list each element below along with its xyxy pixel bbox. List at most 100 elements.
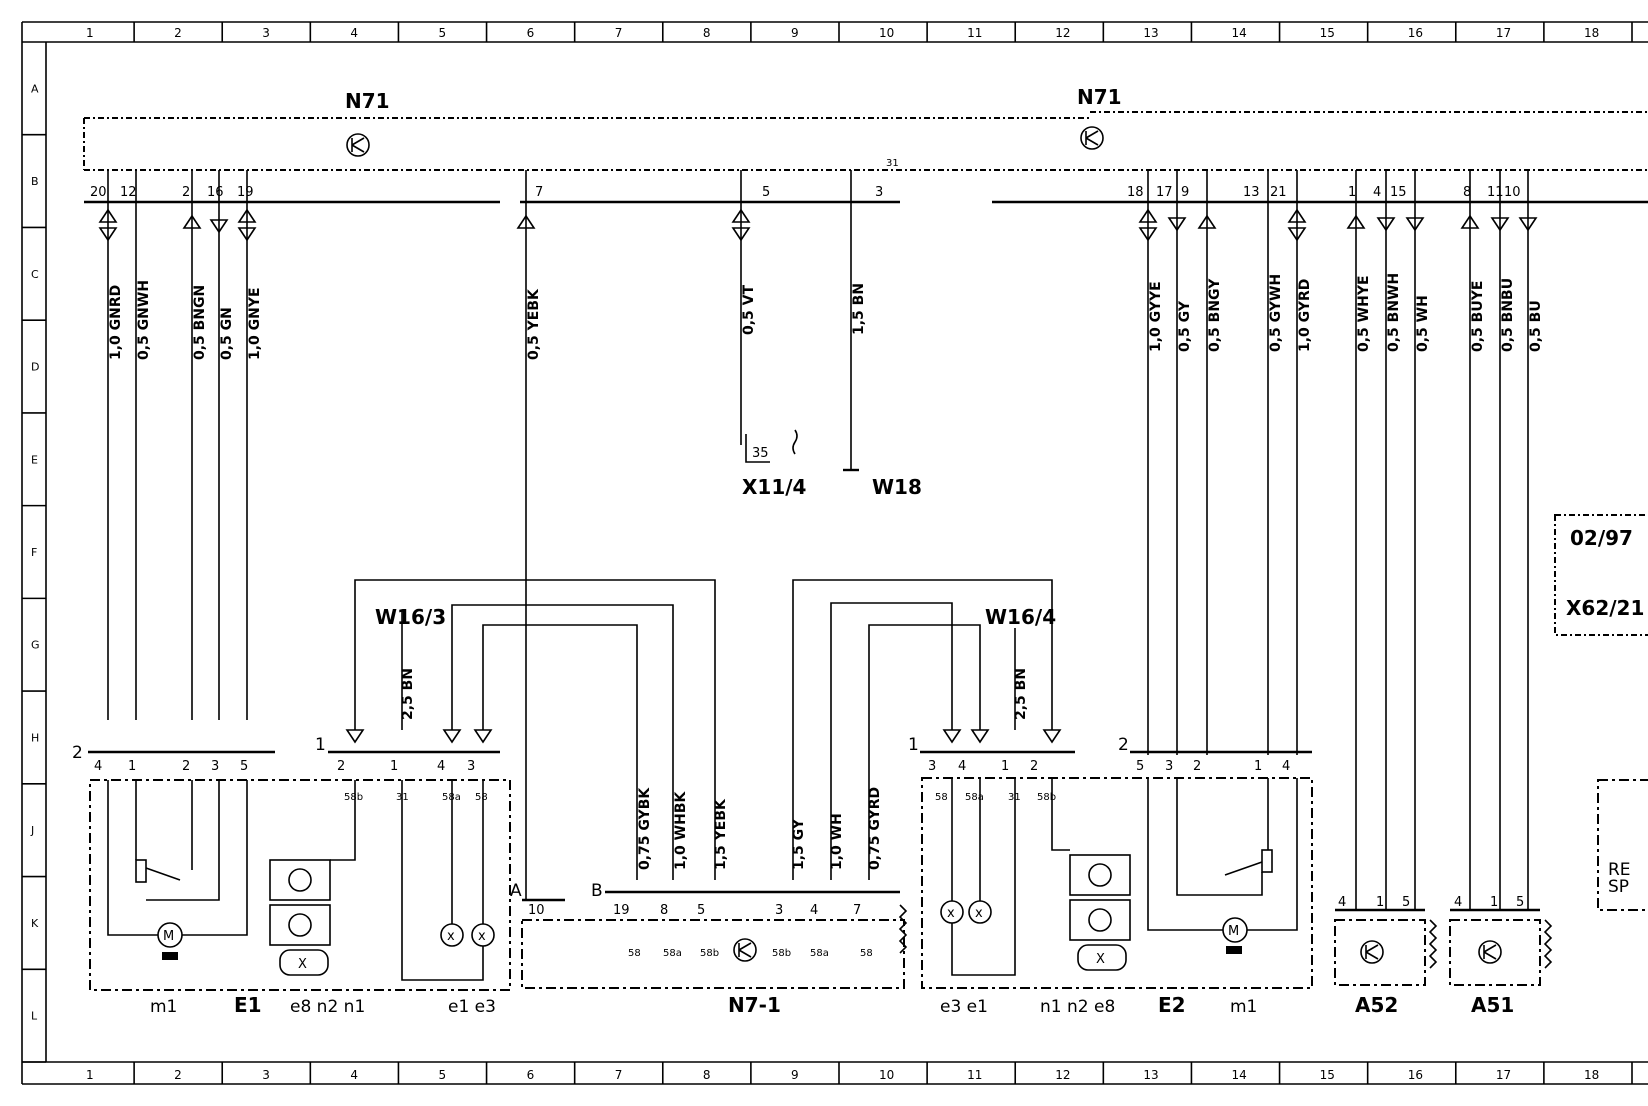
pin-label: 2 bbox=[182, 759, 190, 774]
wire-label: 0,75 GYBK bbox=[637, 787, 653, 870]
grid-row-letter: F bbox=[31, 546, 37, 559]
grid-column-number: 8 bbox=[703, 1068, 711, 1082]
x11-4-label: X11/4 bbox=[742, 475, 806, 499]
wire-label: 0,5 GY bbox=[1177, 300, 1193, 352]
pin-label: 58 bbox=[628, 948, 641, 959]
pin-label: 5 bbox=[1136, 759, 1144, 774]
grid-row-letter: E bbox=[31, 453, 38, 466]
component-label: e1 e3 bbox=[448, 997, 496, 1017]
grid-column-number: 11 bbox=[967, 26, 982, 40]
pin-label: 4 bbox=[1282, 759, 1290, 774]
grid-row-letter: C bbox=[31, 268, 39, 281]
grid-row-letter: J bbox=[30, 824, 34, 837]
grid-column-number: 4 bbox=[350, 26, 358, 40]
n71-left-pins: 20 12 2 16 19 7 5 3 31 bbox=[90, 158, 899, 200]
wire-label: 2,5 BN bbox=[400, 668, 416, 720]
a51-label: A51 bbox=[1471, 993, 1514, 1017]
re-sp-note: RE SP bbox=[1597, 779, 1648, 911]
motor-icon: M bbox=[157, 922, 183, 960]
switch-module-icon: X bbox=[1069, 854, 1131, 971]
pin-label: 17 bbox=[1156, 185, 1173, 200]
pin-label: 12 bbox=[120, 185, 137, 200]
grid-column-number: 18 bbox=[1584, 1068, 1599, 1082]
wire-label: 1,0 WHBK bbox=[673, 790, 689, 870]
w16-3-label: W16/3 bbox=[375, 605, 446, 629]
pin-label: 13 bbox=[1243, 185, 1260, 200]
wire-labels-left: 1,0 GNRD 0,5 GNWH 0,5 BNGN 0,5 GN 1,0 GN… bbox=[108, 280, 867, 360]
pin-label: B bbox=[591, 881, 603, 901]
middle-wiring bbox=[354, 579, 1053, 900]
grid-column-number: 13 bbox=[1143, 1068, 1158, 1082]
grid-column-number: 2 bbox=[174, 26, 182, 40]
pin-label: 58 bbox=[935, 792, 948, 803]
a52-module: 4 1 5 A52 bbox=[1334, 895, 1438, 1017]
e1-labels: m1 E1 e8 n2 n1 e1 e3 bbox=[150, 993, 496, 1017]
pin-label: 15 bbox=[1390, 185, 1407, 200]
pin-label: 1 bbox=[1348, 185, 1356, 200]
grid-row-letter: D bbox=[31, 361, 39, 374]
e1-label: E1 bbox=[234, 993, 262, 1017]
wire-label: 0,5 BUYE bbox=[1470, 281, 1486, 352]
svg-text:x: x bbox=[478, 929, 486, 944]
connector-arrows-w16-4 bbox=[942, 729, 1062, 744]
pin-label: 8 bbox=[660, 903, 668, 918]
pin-label: 20 bbox=[90, 185, 107, 200]
grid-column-number: 9 bbox=[791, 26, 799, 40]
switch-module-icon: X bbox=[269, 859, 331, 976]
pin-label: 21 bbox=[1270, 185, 1287, 200]
grid-column-number: 10 bbox=[879, 1068, 894, 1082]
pin-label: 9 bbox=[1181, 185, 1189, 200]
grid-row-letter: B bbox=[31, 175, 39, 188]
grid-column-number: 2 bbox=[174, 1068, 182, 1082]
pin-label: 4 bbox=[1454, 895, 1462, 910]
wire-label: 0,5 GN bbox=[219, 307, 235, 360]
transistor-icon bbox=[1080, 126, 1104, 150]
grid-column-number: 7 bbox=[615, 26, 623, 40]
wire-label: 0,5 BNGY bbox=[1207, 278, 1223, 352]
pin-label: 58b bbox=[1037, 792, 1056, 803]
svg-text:X: X bbox=[298, 957, 307, 972]
note-re: RE bbox=[1608, 860, 1631, 880]
pin-label: 5 bbox=[1402, 895, 1410, 910]
e2-label: E2 bbox=[1158, 993, 1186, 1017]
pin-label: 58b bbox=[772, 948, 791, 959]
grid-column-number: 3 bbox=[262, 26, 270, 40]
connector-arrows-left bbox=[98, 208, 751, 242]
grid-column-number: 15 bbox=[1320, 26, 1335, 40]
pin-label: A bbox=[510, 881, 522, 901]
svg-text:x: x bbox=[947, 906, 955, 921]
w16-4-connector: 1 3 4 1 2 58 58a 31 58b bbox=[908, 735, 1075, 803]
n71-left-label: N71 bbox=[345, 89, 390, 113]
n7-1-module: A 10 B 19 8 5 3 4 7 58 58a 58b 58b 58a 5… bbox=[510, 881, 908, 1017]
n71-right-module: N71 bbox=[1077, 85, 1648, 171]
pin-label: 58a bbox=[663, 948, 682, 959]
pin-label: 4 bbox=[437, 759, 445, 774]
pin-label: 1 bbox=[128, 759, 136, 774]
wire-label: 0,5 BU bbox=[1528, 300, 1544, 352]
pin-label: 3 bbox=[467, 759, 475, 774]
connector-arrows-w16-3 bbox=[345, 729, 493, 744]
a51-module: 4 1 5 A51 bbox=[1449, 895, 1553, 1017]
grid-column-number: 16 bbox=[1408, 26, 1423, 40]
pin-label: 58 bbox=[860, 948, 873, 959]
motor-icon: M bbox=[1222, 917, 1248, 954]
grid-column-number: 14 bbox=[1232, 26, 1247, 40]
component-label: e3 e1 bbox=[940, 997, 988, 1017]
pin-label: 5 bbox=[697, 903, 705, 918]
grid-column-number: 14 bbox=[1232, 1068, 1247, 1082]
bulb-icon: x x bbox=[440, 923, 495, 947]
transistor-icon bbox=[1360, 940, 1384, 964]
pin-label: 11 bbox=[1487, 185, 1504, 200]
pin-label: 2 bbox=[1118, 735, 1129, 755]
pin-label: 1 bbox=[390, 759, 398, 774]
wire-label: 0,5 WHYE bbox=[1356, 275, 1372, 352]
pin-label: 1 bbox=[908, 735, 919, 755]
pin-label: 4 bbox=[1373, 185, 1381, 200]
pin-label: 2 bbox=[1193, 759, 1201, 774]
wire-label: 0,5 BNBU bbox=[1500, 278, 1516, 352]
wire-label: 1,0 GNYE bbox=[247, 287, 263, 360]
grid-column-number: 10 bbox=[879, 26, 894, 40]
